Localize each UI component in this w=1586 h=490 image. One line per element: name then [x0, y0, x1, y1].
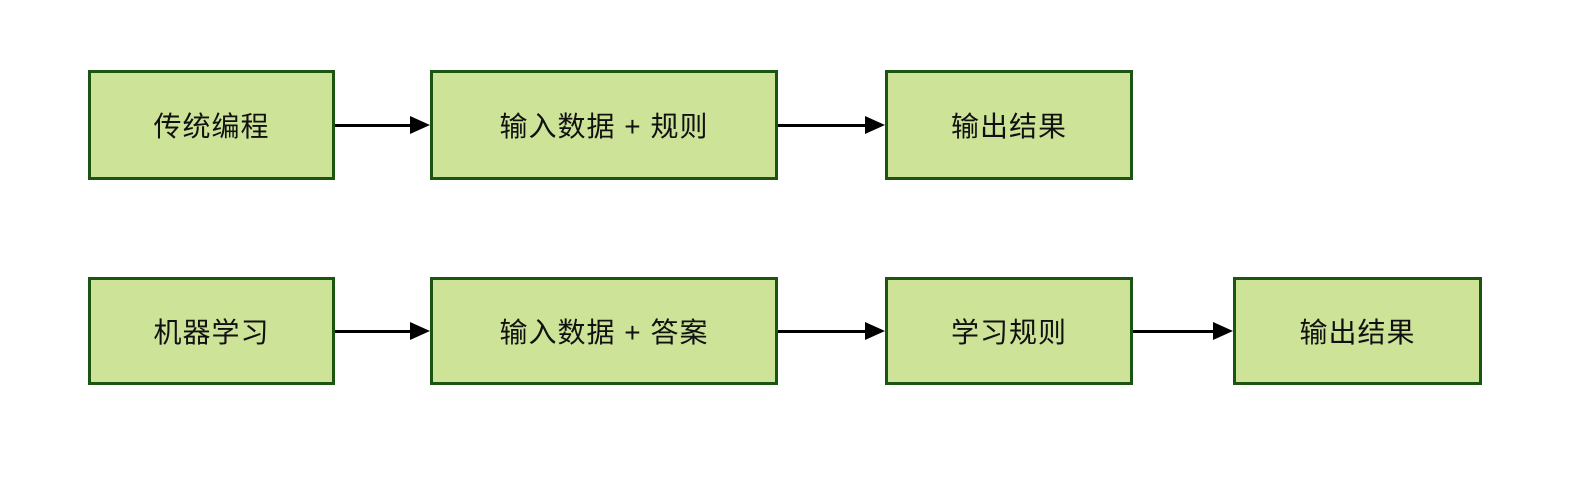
flow-box-output-result-2: 输出结果	[1233, 277, 1482, 385]
flow-arrow	[778, 322, 885, 340]
arrowhead-icon	[865, 322, 885, 340]
flow-box-label: 学习规则	[950, 317, 1067, 348]
flow-box-label: 输出结果	[950, 111, 1067, 142]
arrow-shaft	[1133, 329, 1213, 333]
flow-arrow	[1133, 322, 1233, 340]
flow-box-label: 输入数据 + 规则	[499, 111, 709, 142]
flow-arrow	[335, 116, 430, 134]
arrow-shaft	[335, 123, 410, 127]
flow-box-label: 机器学习	[153, 317, 270, 348]
flow-box-input-data-answers: 输入数据 + 答案	[430, 277, 778, 385]
flow-box-label: 传统编程	[153, 111, 270, 142]
flow-box-input-data-rules: 输入数据 + 规则	[430, 70, 778, 180]
flow-box-learning-rules: 学习规则	[885, 277, 1133, 385]
arrowhead-icon	[1213, 322, 1233, 340]
arrowhead-icon	[410, 322, 430, 340]
flow-box-label: 输入数据 + 答案	[499, 317, 709, 348]
arrow-shaft	[778, 329, 865, 333]
arrow-shaft	[335, 329, 410, 333]
arrow-shaft	[778, 123, 865, 127]
flow-box-output-result-1: 输出结果	[885, 70, 1133, 180]
arrowhead-icon	[865, 116, 885, 134]
flow-box-traditional-programming: 传统编程	[88, 70, 335, 180]
flow-arrow	[335, 322, 430, 340]
flow-box-machine-learning: 机器学习	[88, 277, 335, 385]
flow-box-label: 输出结果	[1299, 317, 1416, 348]
arrowhead-icon	[410, 116, 430, 134]
flow-arrow	[778, 116, 885, 134]
